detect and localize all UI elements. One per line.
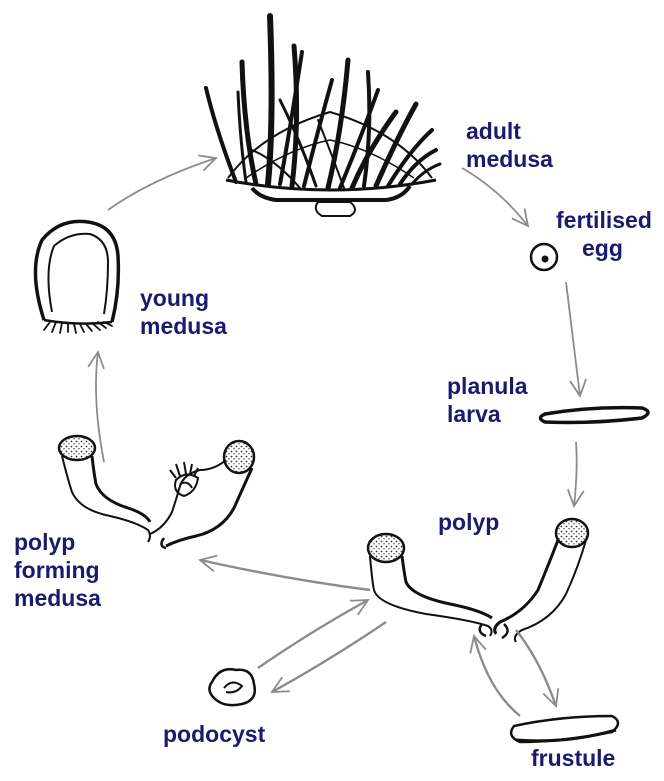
planula-larva-label: planula larva xyxy=(447,372,528,428)
planula-drawing xyxy=(541,408,649,423)
arrow-adult-to-egg xyxy=(462,168,528,226)
arrow-polyp-to-podocyst xyxy=(272,622,386,692)
egg-drawing xyxy=(531,244,557,270)
young-medusa-label: young medusa xyxy=(140,284,227,340)
arrow-polyp-to-frustule xyxy=(516,630,556,706)
arrow-polyp-to-forming xyxy=(200,560,370,590)
polyp-forming-medusa-label: polyp forming medusa xyxy=(14,528,101,612)
polyp-label: polyp xyxy=(438,508,499,536)
polyp-drawing xyxy=(368,519,588,642)
young-medusa-drawing xyxy=(35,221,118,333)
podocyst-label: podocyst xyxy=(163,720,265,748)
adult-medusa-drawing xyxy=(206,16,440,216)
arrow-egg-to-planula xyxy=(566,282,580,396)
arrow-young-to-adult xyxy=(108,158,216,210)
arrow-podocyst-to-polyp xyxy=(258,600,368,668)
adult-medusa-label: adult medusa xyxy=(466,117,553,173)
arrow-planula-to-polyp xyxy=(574,442,577,506)
frustule-label: frustule xyxy=(531,744,615,772)
arrow-frustule-to-polyp xyxy=(474,636,520,716)
arrow-forming-to-young xyxy=(96,352,104,462)
fertilised-egg-label: fertilised egg xyxy=(556,206,652,262)
frustule-drawing xyxy=(511,716,618,742)
podocyst-drawing xyxy=(209,669,254,705)
